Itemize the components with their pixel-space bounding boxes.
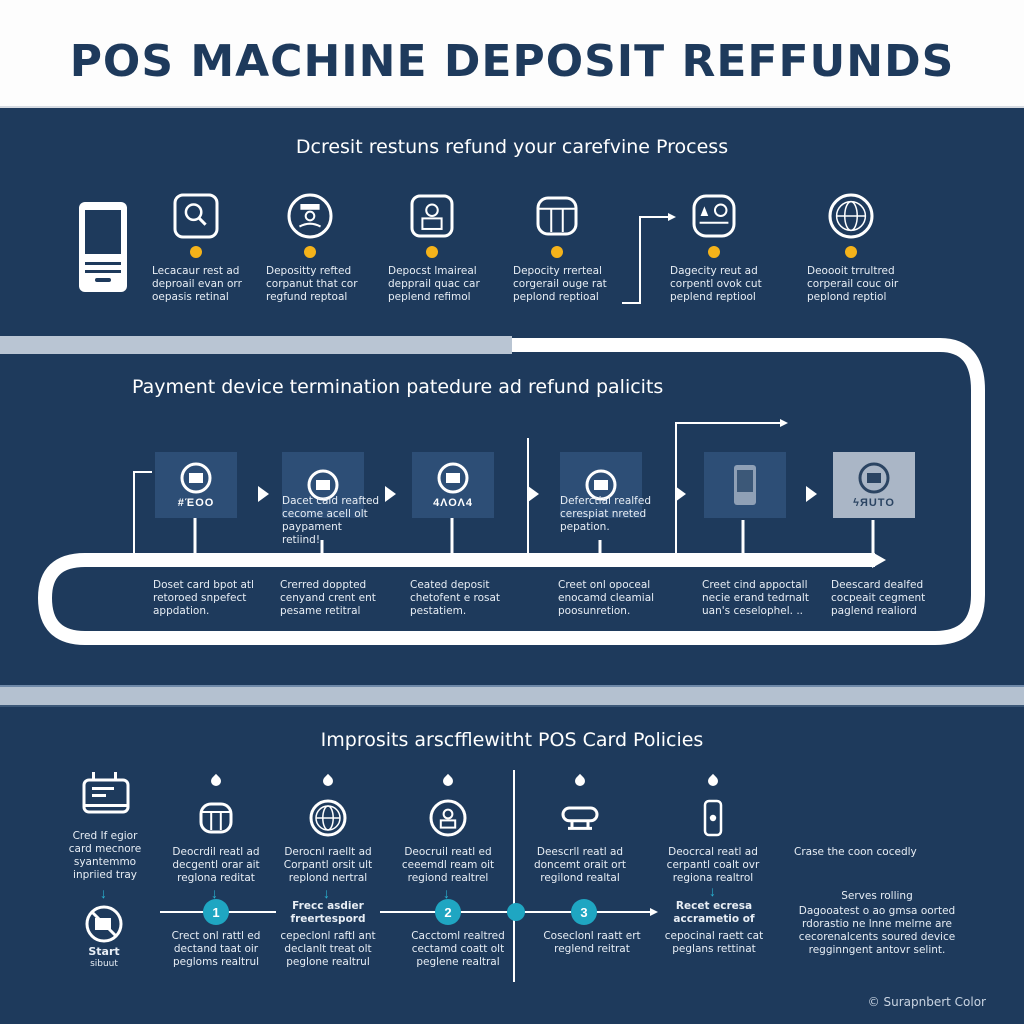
card-reader-icon: [436, 461, 470, 495]
status-dot: [845, 246, 857, 258]
status-dot: [551, 246, 563, 258]
loop-track: [37, 338, 985, 645]
page-title: POS MACHINE DEPOSIT REFFUNDS: [69, 36, 955, 87]
section-band: [0, 336, 512, 354]
card-label: 4ΛΟΛ4: [433, 497, 473, 509]
step-caption: Depositty refted corpanut that cor regfu…: [266, 265, 358, 303]
timeline-caption: Crect onl rattl ed dectand taat oir pegl…: [171, 930, 261, 968]
next-arrow-icon: [528, 486, 539, 502]
agent-badge-icon: [286, 192, 334, 240]
phone-icon: [728, 465, 762, 505]
card-caption-below: Deescard dealfed cocpeait cegment paglen…: [831, 579, 926, 617]
next-arrow-icon: [675, 486, 686, 502]
drum-icon: [196, 798, 236, 838]
bracket-connector: [133, 471, 152, 553]
item-caption: Derocnl raellt ad Corpantl orsit ult rep…: [283, 846, 373, 884]
item-caption: Deocruil reatl ed ceeemdl ream oit regio…: [401, 846, 495, 884]
item-caption: Deocrdil reatl ad decgentl orar ait regl…: [172, 846, 260, 884]
deposit-box-icon: [408, 192, 456, 240]
side-note: Crase the coon cocedly: [794, 846, 917, 858]
step-card[interactable]: [704, 452, 786, 518]
timeline-caption: Coseclonl raatt ert reglend reitrat: [543, 930, 641, 955]
card-label: #ΈΟΟ: [177, 497, 215, 509]
stamp-icon: [857, 461, 891, 495]
section1-title: Dcresit restuns refund your carefvine Pr…: [295, 136, 729, 158]
search-icon: [172, 192, 220, 240]
card-caption-above: Dacet caid reafted cecome acell olt payp…: [282, 495, 380, 546]
receipt-face-icon: [179, 461, 213, 495]
step-caption: Deoooit trrultred corperail couc oir pep…: [807, 265, 899, 303]
right-bold-caption: Recet ecresa accrametio of: [673, 900, 755, 925]
timeline-caption: Cacctoml realtred cectamd coatt olt pegl…: [411, 930, 505, 968]
step-card[interactable]: #ΈΟΟ: [155, 452, 237, 518]
down-arrow-icon: ↓: [323, 885, 330, 901]
step-number: 3: [571, 899, 597, 925]
timeline-node: [507, 903, 525, 921]
card-caption-below: Ceated deposit chetofent e rosat pestati…: [410, 579, 501, 617]
down-arrow-icon: ↓: [709, 883, 716, 899]
start-sub: sibuut: [90, 959, 118, 969]
section2-title: Payment device termination patedure ad r…: [132, 376, 664, 398]
header: POS MACHINE DEPOSIT REFFUNDS: [0, 0, 1024, 108]
step-card[interactable]: [560, 452, 642, 518]
step-caption: Depocst lmaireal depprail quac car peple…: [388, 265, 480, 303]
side-body: Dagooatest o ao gmsa oorted rdorastio ne…: [798, 905, 956, 956]
left-caption: Cred If egior card mecnore syantemmo inp…: [68, 830, 142, 881]
group-icon: [306, 468, 340, 502]
step-caption: Depocity rrerteal corgerail ouge rat pep…: [513, 265, 607, 303]
down-arrow-icon: ↓: [211, 885, 218, 901]
timeline-bold-caption: Frecc asdier freertespord: [276, 900, 380, 926]
down-arrow-icon: ↓: [443, 885, 450, 901]
elbow-connector: [622, 216, 668, 304]
right-caption: cepocinal raett cat peglans rettinat: [664, 930, 764, 955]
status-dot: [426, 246, 438, 258]
card-machine-icon: [82, 772, 130, 816]
card-caption-below: Creet onl opoceal enocamd cleamial poosu…: [558, 579, 655, 617]
step-caption: Dagecity reut ad corpentl ovok cut peple…: [670, 265, 762, 303]
no-card-icon: [84, 904, 124, 944]
timeline-arrow-head: [650, 908, 658, 916]
timeline-caption: cepeclonl raftl ant declanlt treat olt p…: [280, 930, 376, 968]
item-caption: Deescrll reatl ad doncemt orait ort regi…: [533, 846, 627, 884]
check-circle-icon: [584, 468, 618, 502]
step-number: 2: [435, 899, 461, 925]
person-badge-icon: [428, 798, 468, 838]
step-card[interactable]: [282, 452, 364, 518]
status-dot: [708, 246, 720, 258]
arrow-head: [780, 419, 788, 427]
section3-title: Improsits arscfflewitht POS Card Policie…: [320, 729, 704, 751]
loop-arrow-head: [872, 552, 886, 568]
step-card[interactable]: 4ΛΟΛ4: [412, 452, 494, 518]
card-caption-above: Deferctial realfed cerespiat nreted pepa…: [560, 495, 652, 533]
globe-icon: [827, 192, 875, 240]
card-caption-below: Doset card bpot atl retoroed snpefect ap…: [153, 579, 254, 617]
elbow-connector: [675, 422, 780, 553]
next-arrow-icon: [258, 486, 269, 502]
item-caption: Deocrcal reatl ad cerpantl coalt ovr reg…: [666, 846, 760, 884]
pos-terminal-icon: [77, 200, 129, 294]
step-number: 1: [203, 899, 229, 925]
side-title: Serves rolling: [841, 890, 913, 902]
footer-credit: © Surapnbert Color: [867, 995, 986, 1009]
next-arrow-icon: [806, 486, 817, 502]
next-arrow-icon: [385, 486, 396, 502]
status-dot: [190, 246, 202, 258]
merchant-icon: [690, 192, 738, 240]
drum-icon: [533, 192, 581, 240]
down-arrow-icon: ↓: [100, 885, 107, 901]
terminal-icon: [560, 798, 600, 838]
start-label: Start: [88, 945, 120, 958]
phone-pay-icon: [693, 798, 733, 838]
card-label: ϟЯUTO: [853, 497, 895, 509]
step-card[interactable]: ϟЯUTO: [833, 452, 915, 518]
globe-icon: [308, 798, 348, 838]
status-dot: [304, 246, 316, 258]
step-caption: Lecacaur rest ad deproail evan orr oepas…: [152, 265, 242, 303]
arrow-head: [668, 213, 676, 221]
card-caption-below: Creet cind appoctall necie erand tedrnal…: [702, 579, 809, 617]
section-divider: [0, 685, 1024, 707]
card-caption-below: Crerred doppted cenyand crent ent pesame…: [280, 579, 376, 617]
